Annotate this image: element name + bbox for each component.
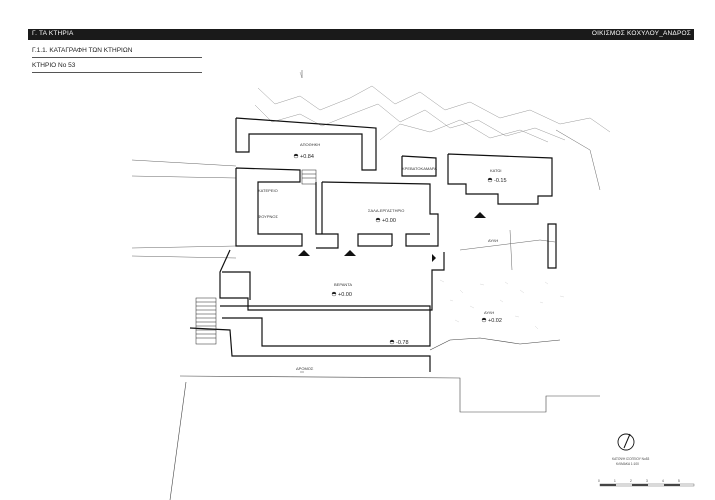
building-title: ΚΤΗΡΙΟ Νο 53 [32, 62, 76, 69]
settlement-title: ΟΙΚΙΣΜΟΣ ΚΟΧΥΛΟΥ_ΑΝΔΡΟΣ [591, 30, 691, 37]
room-label-bedroom: ΚΑΤΩΙ [490, 168, 502, 173]
road-edge [169, 337, 600, 500]
title-band [28, 29, 694, 40]
room-label-storage: ΑΠΟΘΗΚΗ [300, 142, 320, 147]
title-bar: Γ. ΤΑ ΚΤΗΡΙΑ ΟΙΚΙΣΜΟΣ ΚΟΧΥΛΟΥ_ΑΝΔΡΟΣ [0, 0, 715, 42]
building-walls [189, 117, 557, 372]
elevation-bedroom: -0.15 [494, 178, 507, 184]
ground-texture [439, 279, 565, 330]
scale-tick-4: 4 [662, 479, 664, 483]
room-label-courtyard-2: ΑΥΛΗ [484, 310, 494, 315]
terrain-contours [254, 71, 611, 143]
elevation-storage: +0.84 [300, 154, 314, 160]
scale-bar: 0 1 2 3 4 5 [598, 479, 695, 487]
elevation-markers: +0.84 +0.00 -0.15 +0.00 +0.02 -0.78 [293, 153, 507, 346]
elevation-veranda: +0.00 [338, 292, 352, 298]
section-title: Γ.1.1. ΚΑΤΑΓΡΑΦΗ ΤΩΝ ΚΤΗΡΙΩΝ [32, 47, 133, 54]
elevation-courtyard: +0.02 [488, 318, 502, 324]
scale-tick-3: 3 [646, 479, 648, 483]
elevation-living: +0.00 [382, 218, 396, 224]
room-label-oven: ΦΟΥΡΝΟΣ [258, 214, 279, 219]
divider-line [32, 57, 202, 58]
divider-line [32, 72, 202, 73]
legend-plan-title: ΚΑΤΟΨΗ ΙΣΟΓΕΙΟΥ Νο53 [612, 457, 650, 461]
room-label-left: ΚΑΤΕΡΕΙΟ [258, 188, 278, 193]
staircase [195, 169, 317, 345]
room-label-courtyard: ΑΥΛΗ [488, 238, 498, 243]
room-label-bedroom-small: ΚΡΕΒΑΤΟΚΑΜΑΡΑ [402, 166, 437, 171]
north-marker [300, 70, 304, 373]
compass-icon [617, 433, 635, 451]
room-label-living: ΣΑΛΑ-ΕΡΓΑΣΤΗΡΙΟ [368, 208, 404, 213]
legend-scale: ΚΛΙΜΑΚΑ 1:100 [616, 462, 639, 466]
entrance-markers [298, 212, 486, 262]
road-label: ΔΡΟΜΟΣ [296, 366, 314, 371]
elevation-lower: -0.78 [396, 340, 409, 346]
scale-tick-0: 0 [598, 479, 600, 483]
scale-tick-2: 2 [630, 479, 632, 483]
scale-tick-5: 5 [678, 479, 680, 483]
room-label-veranda: ΒΕΡΑΝΤΑ [334, 282, 352, 287]
site-lines [131, 129, 601, 271]
chapter-title: Γ. ΤΑ ΚΤΗΡΙΑ [32, 30, 74, 37]
scale-tick-1: 1 [614, 479, 616, 483]
